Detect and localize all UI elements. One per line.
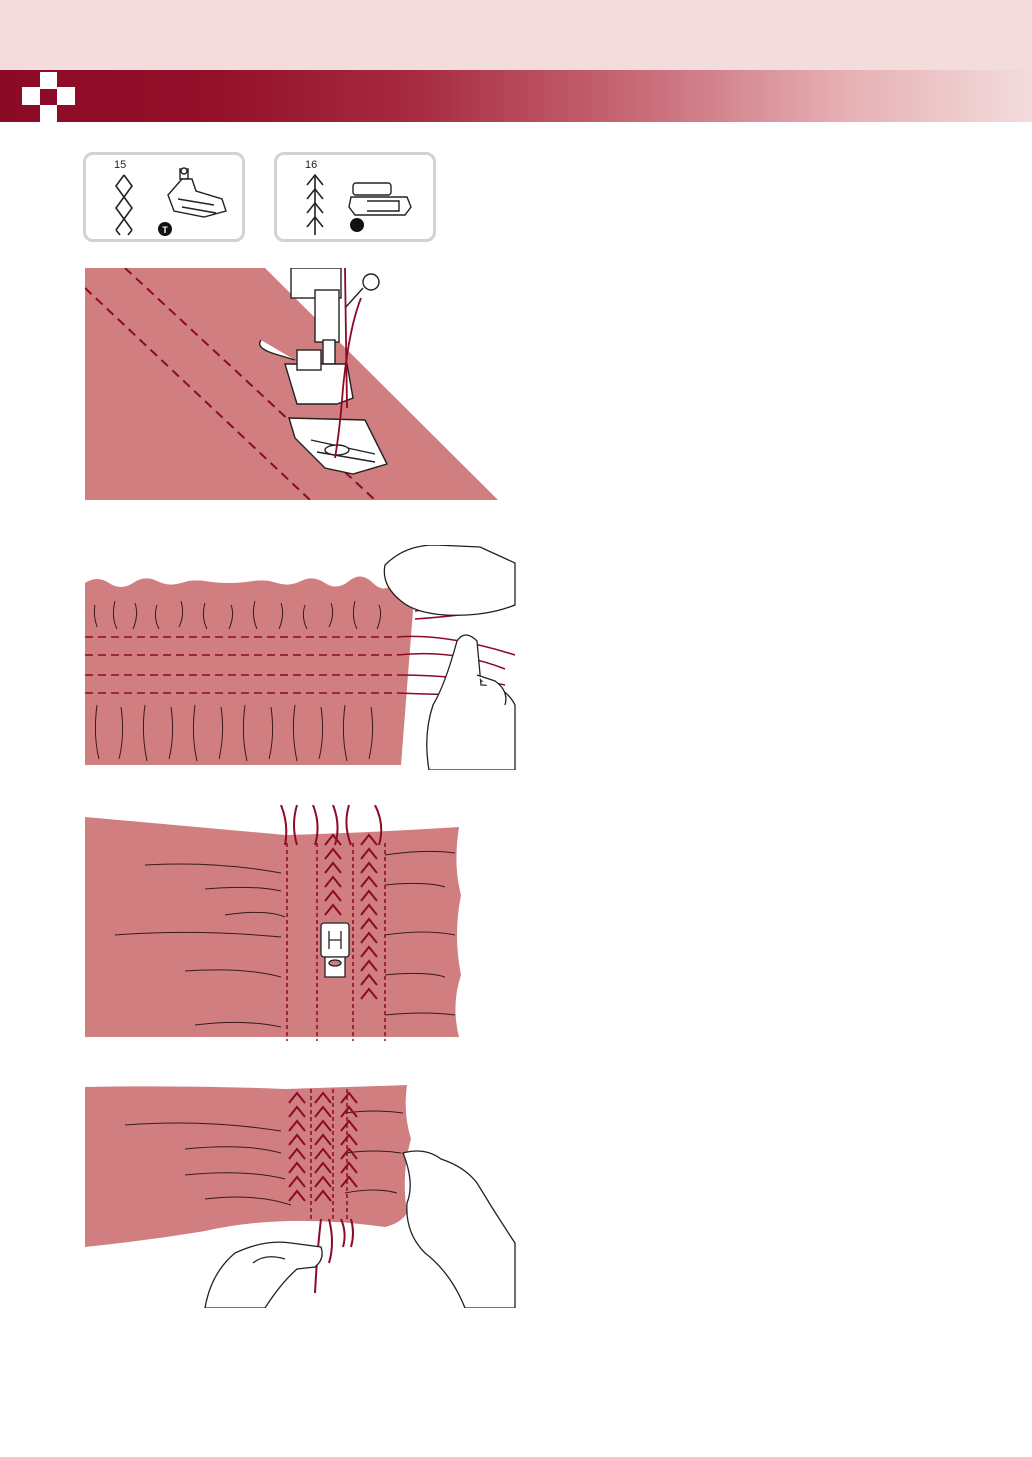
pulling-gathering-threads-illustration: [85, 1083, 520, 1308]
header-band: [0, 0, 1032, 70]
foot-badge-icon: [350, 218, 364, 232]
gathering-threads-illustration: [85, 545, 520, 770]
chapter-title-bar: [0, 70, 1032, 122]
feather-stitch-icon: [277, 155, 433, 239]
stitch-card-15: 15 T: [83, 152, 245, 242]
foot-badge-label: T: [162, 225, 168, 235]
presser-foot-icon: [321, 923, 349, 977]
diamond-stitch-icon: T: [86, 155, 242, 239]
presser-foot-icon: [168, 168, 226, 217]
stitch-card-16: 16: [274, 152, 436, 242]
presser-foot-icon: [349, 183, 411, 215]
chapter-checker-icon: [0, 70, 80, 122]
decorative-stitch-over-gathers-illustration: [85, 805, 465, 1041]
sewing-parallel-rows-illustration: [85, 268, 500, 500]
